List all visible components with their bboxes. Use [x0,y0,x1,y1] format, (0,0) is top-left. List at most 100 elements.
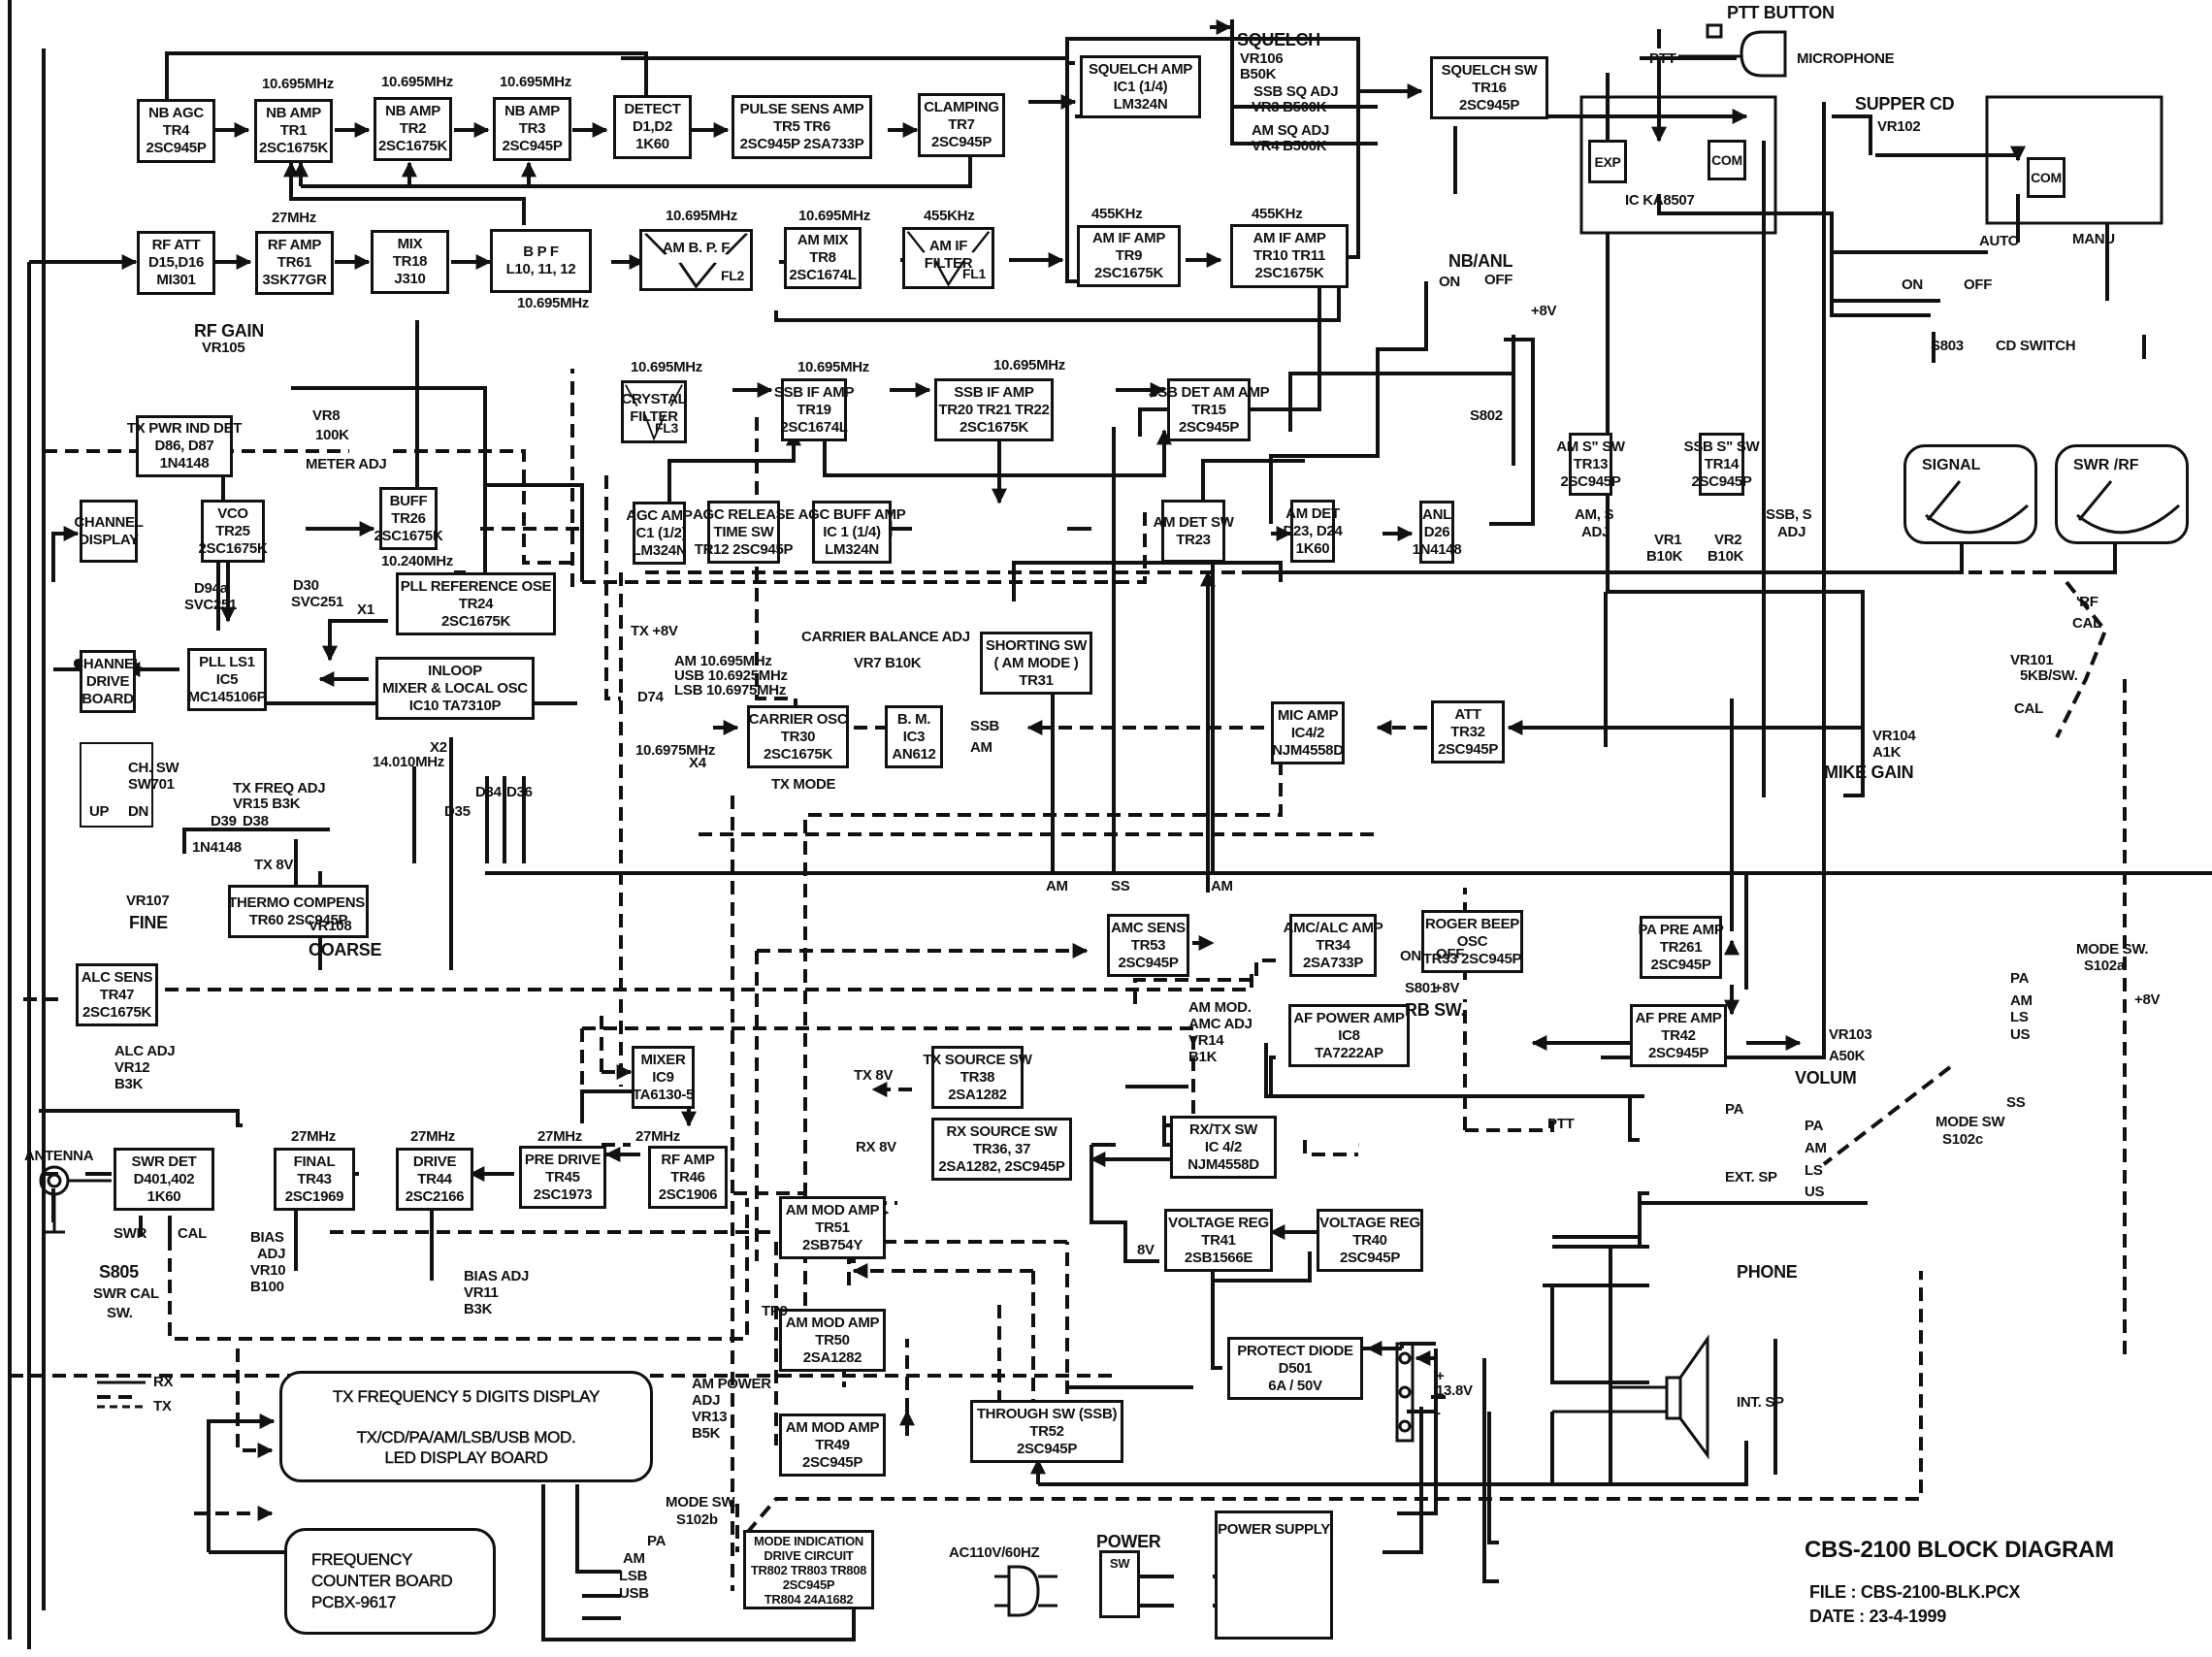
block-text-line: 2SC945P [1691,472,1752,490]
label-vr12: VR12 [114,1059,150,1076]
label-svc251b: SVC251 [291,594,344,610]
label-mode-sw-c: MODE SW [1936,1114,2005,1130]
block-text-line: 2SC1675K [764,745,832,763]
block-text-line: TR42 [1661,1026,1696,1044]
label-x4: X4 [689,755,706,771]
label-carrier-lsb: LSB 10.6975MHz [674,682,787,699]
label-f-ambpf: 10.695MHz [666,208,738,224]
block-text-line: PLL REFERENCE OSE [400,577,552,595]
block-text-line: 2SC1675K [259,140,328,156]
block-text-line: FREQUENCY [311,1550,413,1570]
label-f-14010: 14.010MHz [373,754,445,770]
label-carrier-usb: USB 10.6925MHz [674,667,788,684]
label-d74: D74 [637,689,664,705]
block-text-line: 2SC945P [801,1453,863,1471]
label-vr105: VR105 [202,340,245,356]
label-s102c: S102c [1942,1131,1983,1148]
block-text-line: 2SC945P [1016,1440,1078,1457]
label-v8: 8V [1137,1242,1155,1258]
block-text-line: 2SC2166 [405,1187,465,1205]
label-f27-predrive: 27MHz [537,1128,583,1145]
block-text-line: SSB S" SW [1683,438,1760,455]
label-adj13: ADJ [692,1392,721,1409]
label-f-106975: 10.6975MHz [635,742,716,759]
block-text-line: NJM4558D [1272,741,1344,759]
block-text-line: EXP [1594,153,1621,170]
block-text-line: TR3 [518,120,546,137]
label-plus8v-rb: +8V [1434,980,1460,996]
block-text-line: SW [1109,1556,1130,1571]
block-text-line: DRIVE [85,672,130,690]
block-text-line: 2SC945P [782,1576,835,1592]
diagram-title: CBS-2100 BLOCK DIAGRAM [1805,1537,2114,1563]
block-text-line: TR34 [1316,936,1350,954]
legend-rx-label: RX [153,1374,174,1390]
block-text-line: B P F [523,244,559,260]
block-text-line: VOLTAGE REG [1168,1214,1269,1231]
block-text-line: AGC BUFF AMP [797,505,906,523]
block-text-line: SSB IF AMP [954,383,1034,401]
block-text-line: IC1 (1/2) [632,524,687,541]
label-f27-rfamp: 27MHz [635,1128,681,1145]
label-cal1: CAL [2072,615,2101,632]
block-text-line: 1K60 [1295,539,1330,557]
label-bias-adj10: BIAS [250,1229,284,1246]
label-int-sp: INT. SP [1737,1394,1784,1411]
label-s803: S803 [1931,338,1964,354]
label-d38: D38 [243,813,269,829]
block-text-line: AM IF AMP [1091,230,1166,246]
block-text-line: TR60 2SC945P [248,911,348,928]
block-text-line: 2SC1675K [1254,265,1324,281]
label-tp9: TP9 [762,1303,788,1319]
block-text-line: TR1 [279,122,308,139]
block-text-line: TR20 TR21 TR22 [938,401,1050,418]
block-text-line: NJM4558D [1187,1155,1259,1173]
block-text-line: CHANNEL [74,513,144,531]
label-ssb-s-adj: SSB, S [1766,506,1812,523]
label-n4148: 1N4148 [192,839,242,856]
label-rb-on: ON [1400,948,1421,964]
block-text-line: TR44 [417,1170,452,1187]
label-amc-adj: AMC ADJ [1188,1016,1252,1032]
label-mode-sw-a: MODE SW. [2076,941,2149,958]
label-pa-c: PA [1805,1118,1824,1134]
label-f27-drive: 27MHz [410,1128,456,1145]
label-on-nb: ON [1439,274,1460,290]
block-text-line: BUFF [389,492,428,509]
label-vr7: VR7 B10K [854,655,922,671]
label-ac: AC110V/60HZ [949,1544,1040,1561]
block-text-line: TX/CD/PA/AM/LSB/USB MOD. [356,1427,576,1446]
block-text-line: TR30 [780,728,816,745]
filter-id: FL3 [655,420,678,436]
label-f-nb3: 10.695MHz [500,74,572,90]
block-text-line: 2SC1973 [533,1186,593,1203]
block-text-line: 2SC1674L [789,267,857,283]
block-text-line: AMC/ALC AMP [1283,919,1383,936]
label-f-bpf-below: 10.695MHz [517,295,590,311]
block-text-line: 2SC945P [146,140,207,156]
label-ssb-sq-adj: SSB SQ ADJ [1253,83,1339,100]
label-adj2: ADJ [1777,524,1806,540]
block-text-line: DRIVE [412,1153,457,1170]
block-text-line: DETECT [624,101,681,117]
label-ptt: PTT [1649,50,1676,67]
block-text-line: TR51 [815,1218,850,1236]
block-text-line: 6A / 50V [1268,1377,1322,1394]
block-text-line: TR10 TR11 [1253,247,1325,264]
block-text-line: CLAMPING [924,99,999,115]
block-text-line: CHANNEL [73,655,143,672]
